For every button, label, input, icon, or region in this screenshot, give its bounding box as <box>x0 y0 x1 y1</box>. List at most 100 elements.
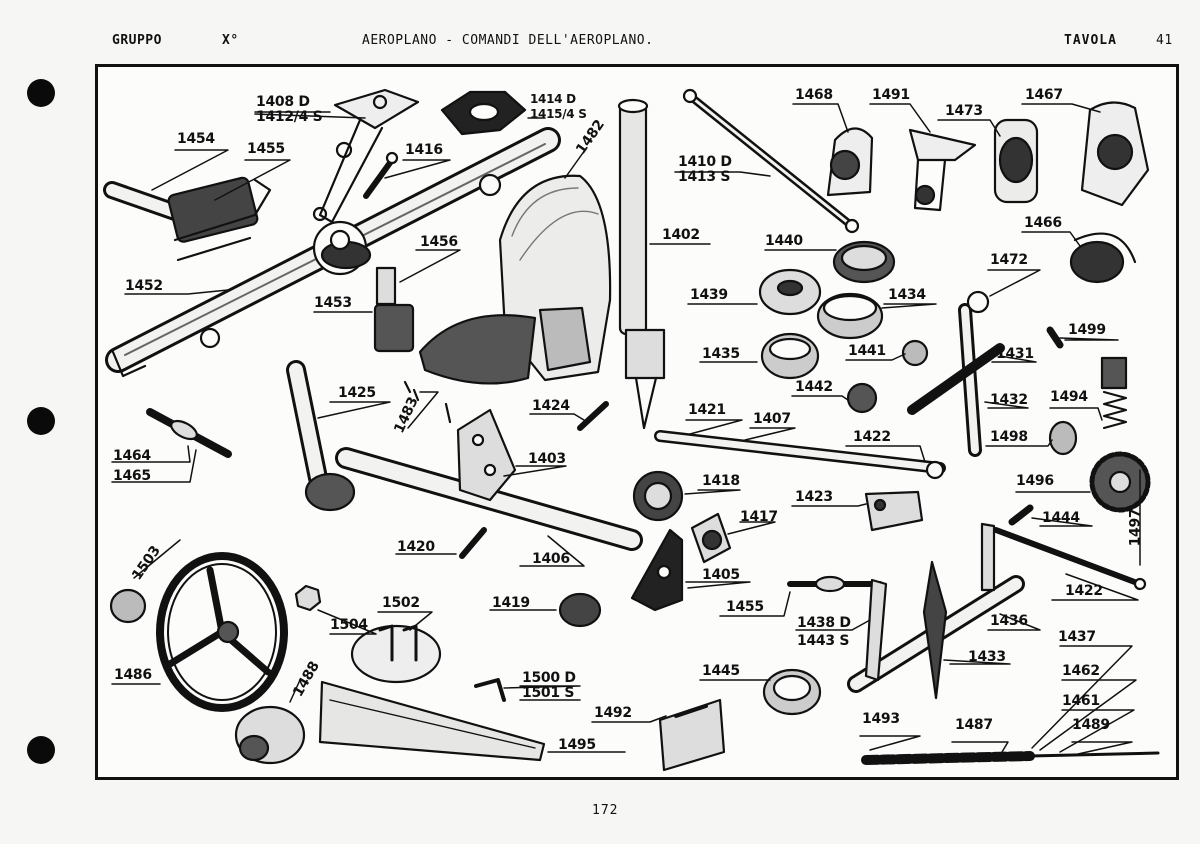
clamp-1423 <box>864 490 924 532</box>
part-label-1405: 1405 <box>702 567 740 583</box>
wheel-1439 <box>758 268 822 316</box>
nut-1504 <box>294 584 322 612</box>
torque-tube-1436 <box>847 522 1025 700</box>
bolt-1424 <box>577 401 609 431</box>
part-label-1403: 1403 <box>528 451 566 467</box>
clamp-1467 <box>1080 101 1150 207</box>
part-label-1456: 1456 <box>420 234 458 250</box>
part-label-1493: 1493 <box>862 711 900 727</box>
part-label-1499: 1499 <box>1068 322 1106 338</box>
part-label-1444: 1444 <box>1042 510 1080 526</box>
bolt-1456 <box>373 266 415 353</box>
rod-1422b <box>993 527 1147 591</box>
part-label-1419: 1419 <box>492 595 530 611</box>
group-label: GRUPPO <box>112 33 162 48</box>
column-1402 <box>617 98 666 430</box>
part-label-1402: 1402 <box>662 227 700 243</box>
turnbuckle-1464 <box>146 408 232 458</box>
part-label-1435: 1435 <box>702 346 740 362</box>
part-label-1416: 1416 <box>405 142 443 158</box>
tube-1406 <box>335 408 643 551</box>
part-label-1473: 1473 <box>945 103 983 119</box>
part-label-1461: 1461 <box>1062 693 1100 709</box>
page-number: 172 <box>592 803 619 818</box>
bush-1498 <box>1048 420 1078 456</box>
part-label-1422a: 1422 <box>853 429 891 445</box>
group-number: X° <box>222 33 239 48</box>
lever-1472 <box>907 290 1005 457</box>
bolt-1416 <box>363 151 399 199</box>
part-label-1496: 1496 <box>1016 473 1054 489</box>
turnbuckle-1455b <box>787 575 883 593</box>
bracket-1500 <box>474 678 506 702</box>
part-label-1417: 1417 <box>740 509 778 525</box>
part-label-1425: 1425 <box>338 385 376 401</box>
part-label-1466: 1466 <box>1024 215 1062 231</box>
part-label-1433: 1433 <box>968 649 1006 665</box>
part-label-1489: 1489 <box>1072 717 1110 733</box>
part-label-1440: 1440 <box>765 233 803 249</box>
part-label-1497: 1497 <box>1127 508 1144 547</box>
bearing-1466 <box>1069 232 1137 284</box>
nut-1441 <box>901 339 929 367</box>
part-label-1472: 1472 <box>990 252 1028 268</box>
part-label-1504: 1504 <box>330 617 368 633</box>
part-label-1439: 1439 <box>690 287 728 303</box>
seat-1482 <box>418 174 612 385</box>
table-label: TAVOLA <box>1064 33 1117 48</box>
part-label-1436: 1436 <box>990 613 1028 629</box>
part-label-1491: 1491 <box>872 87 910 103</box>
part-label-1498: 1498 <box>990 429 1028 445</box>
part-label-1453: 1453 <box>314 295 352 311</box>
part-label-1407: 1407 <box>753 411 791 427</box>
part-label-1492: 1492 <box>594 705 632 721</box>
bracket-1492 <box>658 698 726 772</box>
part-label-1424: 1424 <box>532 398 570 414</box>
part-label-1442: 1442 <box>795 379 833 395</box>
pedal-1454 <box>103 176 272 262</box>
part-label-1441: 1441 <box>848 343 886 359</box>
plate-1405 <box>630 528 684 612</box>
part-label-1455b: 1455 <box>726 599 764 615</box>
part-label-1423: 1423 <box>795 489 833 505</box>
table-number: 41 <box>1156 33 1173 48</box>
fitting-1417 <box>690 512 732 564</box>
gear-1418 <box>632 470 684 522</box>
spring-1494 <box>1100 356 1128 430</box>
part-label-1434: 1434 <box>888 287 926 303</box>
page-title: AEROPLANO - COMANDI DELL'AEROPLANO. <box>362 33 654 48</box>
rail-1495 <box>318 680 546 762</box>
part-label-1421: 1421 <box>688 402 726 418</box>
sprocket-1496 <box>1089 451 1151 513</box>
clamp-1473 <box>993 118 1039 204</box>
part-label-1452: 1452 <box>125 278 163 294</box>
part-1483 <box>403 380 452 424</box>
clamp-1491 <box>908 128 977 212</box>
chain-1493 <box>861 751 1160 765</box>
clamp-1468 <box>826 127 874 197</box>
bracket-1408 <box>312 88 420 224</box>
ring-1434 <box>816 292 884 340</box>
nut-1442 <box>846 382 878 414</box>
part-label-1467: 1467 <box>1025 87 1063 103</box>
part-label-1462: 1462 <box>1062 663 1100 679</box>
part-label-1502: 1502 <box>382 595 420 611</box>
part-label-1432: 1432 <box>990 392 1028 408</box>
part-label-1487: 1487 <box>955 717 993 733</box>
nut-1419 <box>558 592 602 628</box>
nut-1503 <box>109 588 147 624</box>
part-label-1486: 1486 <box>114 667 152 683</box>
part-label-1420: 1420 <box>397 539 435 555</box>
control-tube-1452 <box>105 127 561 378</box>
part-label-1494: 1494 <box>1050 389 1088 405</box>
binder-hole-middle <box>27 407 55 435</box>
binder-hole-top <box>27 79 55 107</box>
part-label-1406: 1406 <box>532 551 570 567</box>
binder-hole-bottom <box>27 736 55 764</box>
